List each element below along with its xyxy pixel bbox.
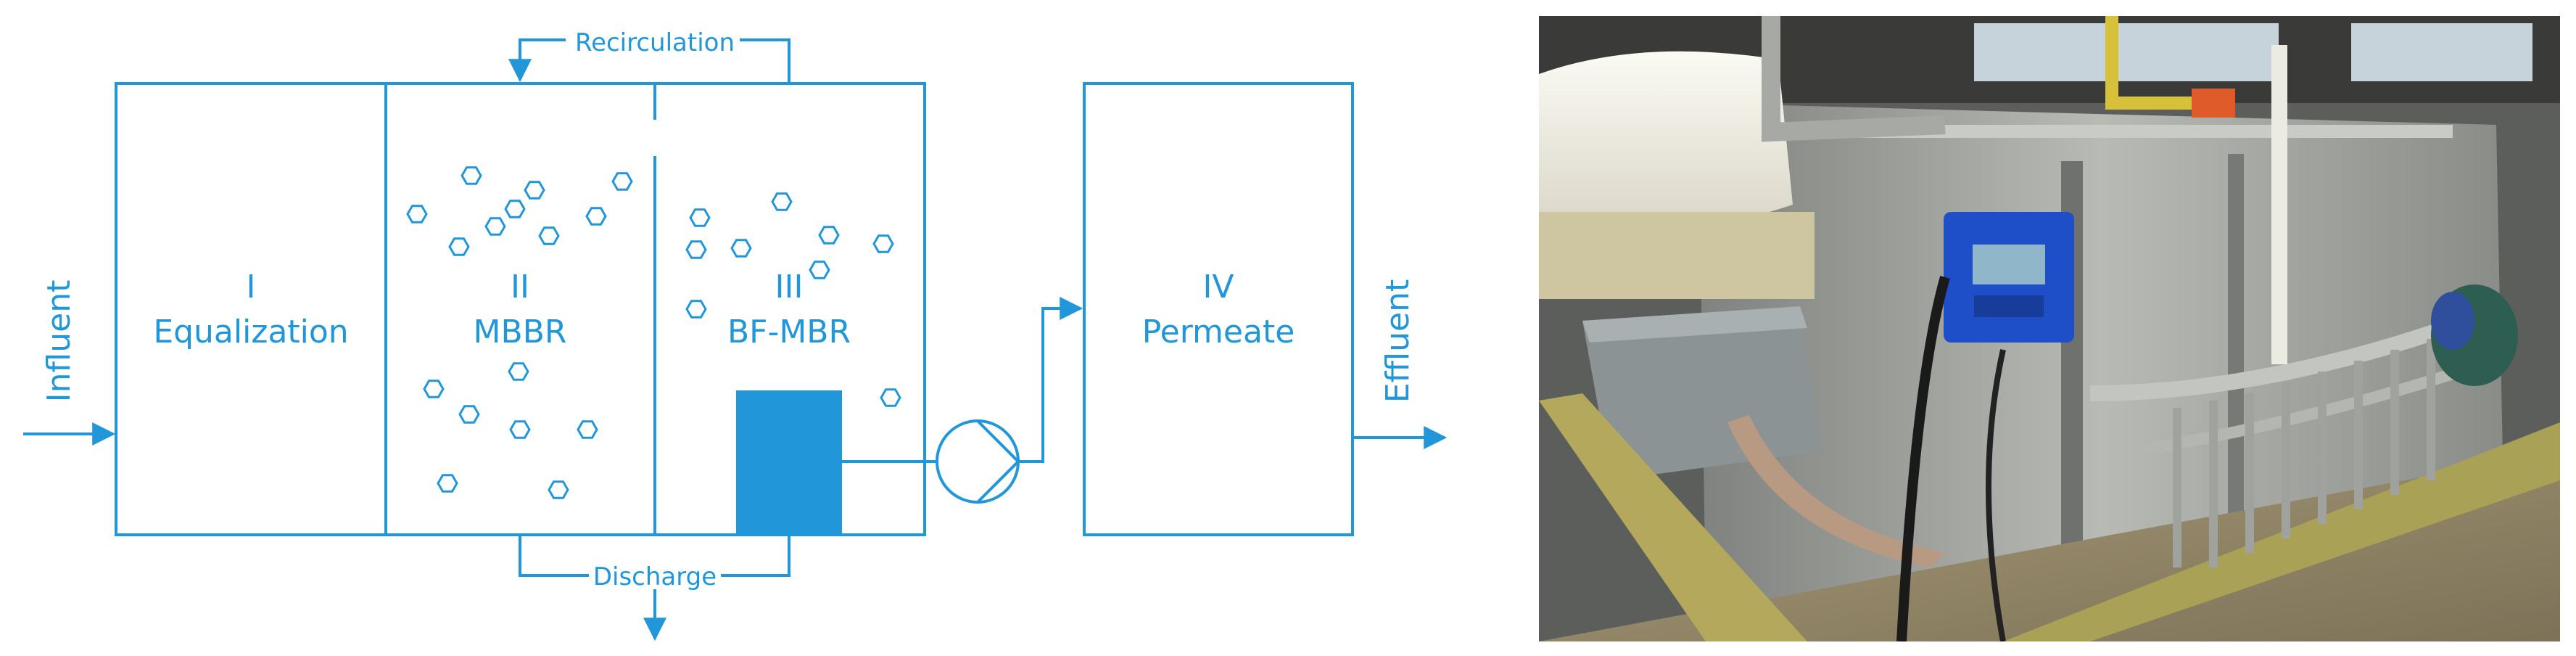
permeate-pipe-2 [1018,297,1083,463]
carrier-hexagon [524,181,545,200]
tank-i-number: I [247,268,256,306]
effluent-label: Effluent [1379,279,1416,403]
carrier-hexagon [509,420,531,439]
carrier-hexagon [423,380,445,398]
pilot-plant-photo [1539,16,2560,641]
carrier-hexagon [872,234,894,253]
carrier-hexagon [809,261,830,279]
carrier-hexagon [685,240,707,259]
carrier-hexagon [458,405,480,424]
carrier-hexagon [548,480,569,499]
carrier-hexagon [504,200,526,218]
carrier-hexagon [818,226,840,245]
carrier-hexagon [730,239,752,258]
carrier-hexagon [484,217,506,236]
membrane-module [736,390,842,535]
carrier-hexagon [577,420,598,439]
carrier-hexagon [448,237,470,256]
carrier-hexagon [538,226,560,245]
carrier-hexagon [406,205,428,224]
tank-iii-number: III [775,268,804,306]
biofilm-carriers [406,166,901,499]
photo-illustration [1539,16,2560,641]
tank-ii-number: II [511,268,529,306]
carrier-hexagon [689,208,711,227]
tank-ii-name: MBBR [474,313,567,350]
carrier-hexagon [461,166,482,185]
process-flow-diagram: Recirculation Discharge Influent Effluen… [23,28,1448,641]
tank-iv-number: IV [1202,268,1234,306]
tank-outline-permeate [1083,82,1354,536]
tank-iv-name: Permeate [1142,313,1295,350]
carrier-hexagon [437,474,458,493]
discharge-label: Discharge [593,562,717,591]
tank-i-name: Equalization [153,313,348,350]
carrier-hexagon [880,388,901,407]
tank-iii-name: BF-MBR [727,313,851,350]
carrier-hexagon [685,300,707,319]
carrier-hexagon [508,362,529,381]
carrier-hexagon [771,192,793,211]
carrier-hexagon [585,207,607,226]
pump-icon [936,419,1020,504]
carrier-hexagon [611,172,633,191]
recirculation-label: Recirculation [575,28,735,57]
influent-label: Influent [41,280,78,403]
